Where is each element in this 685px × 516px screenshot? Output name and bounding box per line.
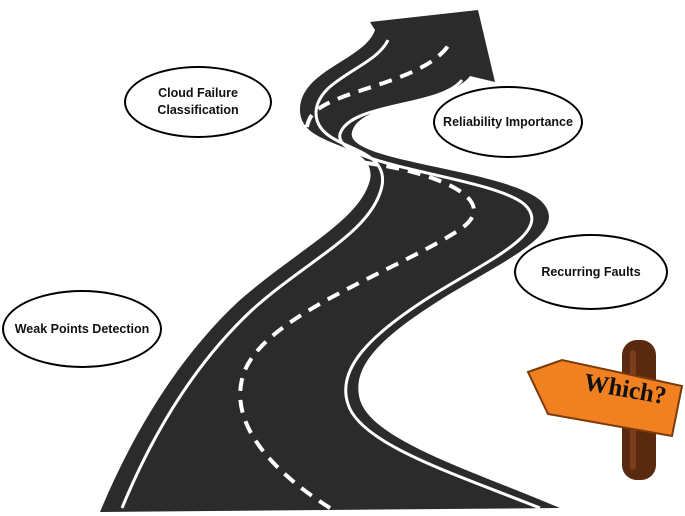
bubble-text: Reliability Importance bbox=[443, 114, 573, 129]
bubble-cloud-failure-classification: Cloud Failure Classification bbox=[124, 66, 272, 138]
bubble-text: Weak Points Detection bbox=[14, 321, 150, 336]
road-edge-right bbox=[338, 78, 541, 510]
bubble-weak-points-detection: Weak Points Detection bbox=[2, 290, 162, 368]
bubble-text-line: Classification bbox=[157, 103, 239, 117]
road-edge-left bbox=[120, 39, 390, 509]
winding-road bbox=[100, 10, 560, 512]
bubble-text-line: Cloud Failure bbox=[158, 86, 238, 100]
bubble-reliability-importance: Reliability Importance bbox=[433, 86, 583, 158]
bubble-recurring-faults: Recurring Faults bbox=[514, 234, 668, 310]
road-center-line bbox=[238, 44, 476, 510]
signpost-board bbox=[526, 358, 684, 438]
bubble-text: Recurring Faults bbox=[541, 264, 641, 279]
